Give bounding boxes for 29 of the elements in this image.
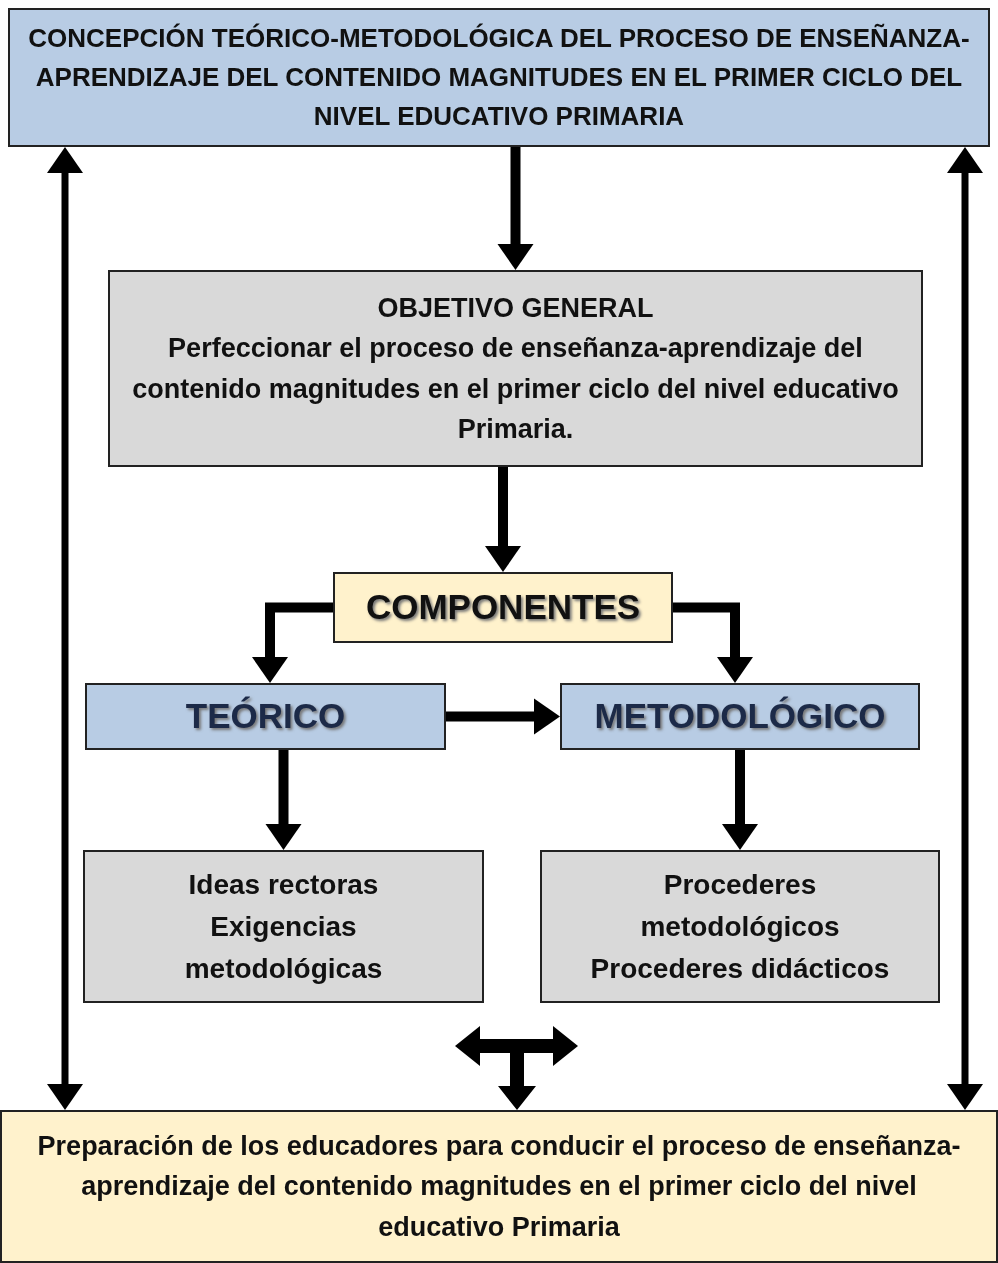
result-box: [0, 1110, 998, 1263]
box-text: COMPONENTES: [365, 586, 641, 629]
component-box: [560, 683, 920, 750]
components-box: [333, 572, 673, 643]
component-box: [85, 683, 446, 750]
arrow: [722, 750, 758, 850]
box-text: Exigencias metodológicas: [183, 909, 384, 986]
box-text: Perfeccionar el proceso de enseñanza-aprendizaje del contenido magnitudes en el primer ciclo del nivel educativo Primaria.: [131, 332, 900, 446]
content-box: [540, 850, 940, 1003]
title-box: [8, 8, 990, 147]
arrow: [947, 147, 983, 1110]
box-text: TEÓRICO: [185, 695, 346, 738]
objective-box: [108, 270, 923, 467]
arrow: [497, 147, 534, 270]
arrow: [446, 698, 560, 735]
arrow: [252, 602, 333, 683]
arrow: [673, 602, 753, 683]
arrow: [265, 750, 302, 850]
box-text: Procederes didácticos: [590, 951, 890, 986]
heading: OBJETIVO GENERAL: [377, 291, 654, 325]
box-text: Procederes metodológicos: [639, 867, 841, 944]
arrow: [485, 467, 521, 572]
box-text: CONCEPCIÓN TEÓRICO-METODOLÓGICA DEL PROCESO DE ENSEÑANZA-APRENDIZAJE DEL CONTENIDO MAGNITUDES EN EL PRIMER CICLO DEL NIVEL EDUCATIVO PRIMARIA: [27, 22, 971, 133]
branching-arrow: [455, 1026, 578, 1110]
arrow: [47, 147, 83, 1110]
content-box: [83, 850, 484, 1003]
box-text: Preparación de los educadores para conducir el proceso de enseñanza-aprendizaje del contenido magnitudes en el primer ciclo del nivel educativo Primaria: [36, 1129, 962, 1244]
box-text: METODOLÓGICO: [594, 695, 886, 738]
box-text: Ideas rectoras: [188, 867, 379, 902]
